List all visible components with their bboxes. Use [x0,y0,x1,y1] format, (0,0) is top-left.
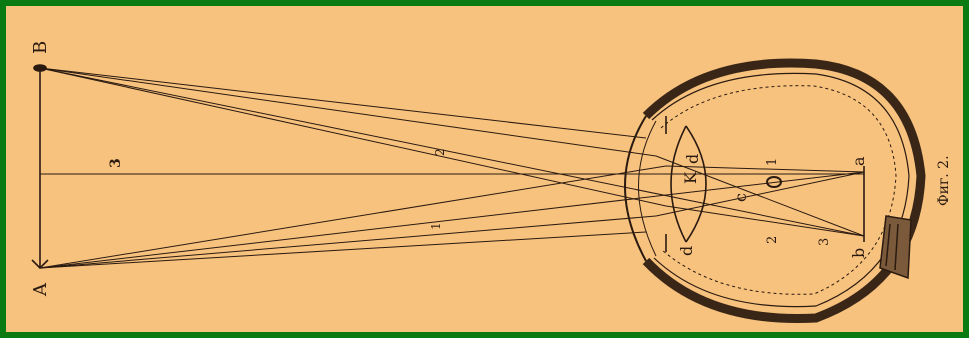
eyeball [606,38,963,332]
label-lens-d-upper: d [683,154,702,164]
figure-panel: A B 3 2 1 K d d c a b 1 2 3 Фиг. 2. [6,6,963,332]
eye-optics-diagram: A B 3 2 1 K d d c a b 1 2 3 Фиг. 2. [6,6,963,332]
label-inner-1: 1 [765,158,780,166]
label-lens-d-lower: d [677,246,696,256]
label-point-a: A [30,282,51,297]
label-point-b: B [30,41,51,54]
label-inner-2: 2 [765,236,780,244]
figure-caption: Фиг. 2. [936,155,952,206]
label-ray-2: 2 [433,148,447,156]
object-arrow [32,65,48,268]
label-ray-1: 1 [429,222,443,230]
label-ray-3: 3 [108,158,124,168]
optic-nerve [880,216,911,278]
label-retina-a: a [849,156,868,166]
light-rays [40,68,864,268]
label-retina-b: b [849,248,868,258]
label-inner-3: 3 [817,238,832,246]
label-lens-k: K [681,171,700,184]
label-point-c: c [731,193,750,202]
